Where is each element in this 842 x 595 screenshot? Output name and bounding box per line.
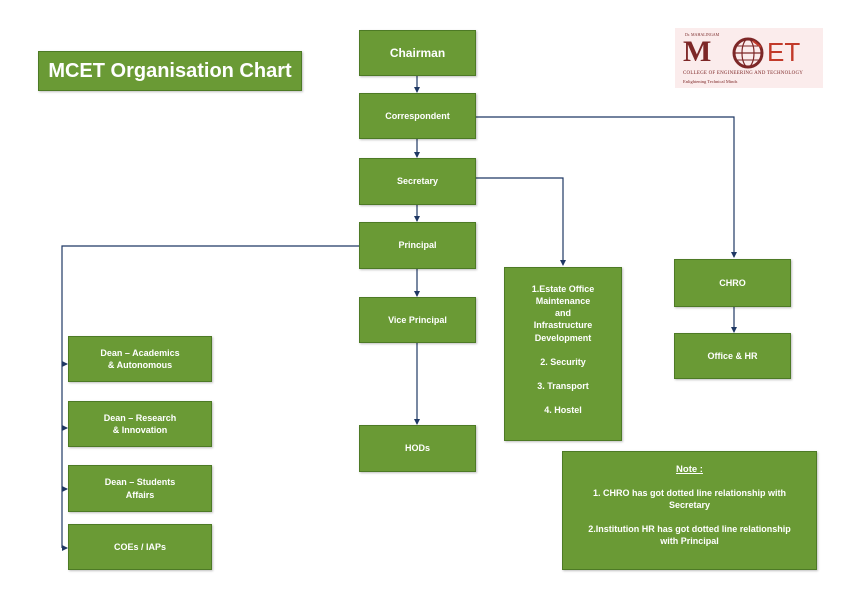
note-title: Note :	[676, 464, 703, 475]
node-dean-research: Dean – Research & Innovation	[68, 401, 212, 447]
connector-correspondent-chro	[476, 116, 737, 258]
note-line-1: 1. CHRO has got dotted line relationship…	[592, 487, 786, 498]
node-chro: CHRO	[674, 259, 791, 307]
note-box: Note : 1. CHRO has got dotted line relat…	[562, 451, 817, 570]
node-dean-students: Dean – Students Affairs	[68, 465, 212, 512]
connector-secretary-estate	[476, 177, 566, 266]
chart-title: MCET Organisation Chart	[38, 51, 302, 91]
node-vice-principal: Vice Principal	[359, 297, 476, 343]
globe-icon	[732, 37, 764, 69]
node-correspondent: Correspondent	[359, 93, 476, 139]
node-principal: Principal	[359, 222, 476, 269]
node-secretary: Secretary	[359, 158, 476, 205]
note-line-2: 2.Institution HR has got dotted line rel…	[588, 524, 791, 535]
mcet-logo: Dr. MAHALINGAM M ET COLLEGE OF ENGINEERI…	[675, 28, 823, 88]
node-estate-office: 1.Estate Office Maintenance and Infrastr…	[504, 267, 622, 441]
node-office-hr: Office & HR	[674, 333, 791, 379]
node-dean-academics: Dean – Academics & Autonomous	[68, 336, 212, 382]
note-line-2b: with Principal	[660, 536, 719, 547]
node-hods: HODs	[359, 425, 476, 472]
node-coes-iaps: COEs / IAPs	[68, 524, 212, 570]
node-chairman: Chairman	[359, 30, 476, 76]
connector-principal-deans-spine	[61, 245, 359, 548]
note-line-1b: Secretary	[668, 499, 711, 510]
